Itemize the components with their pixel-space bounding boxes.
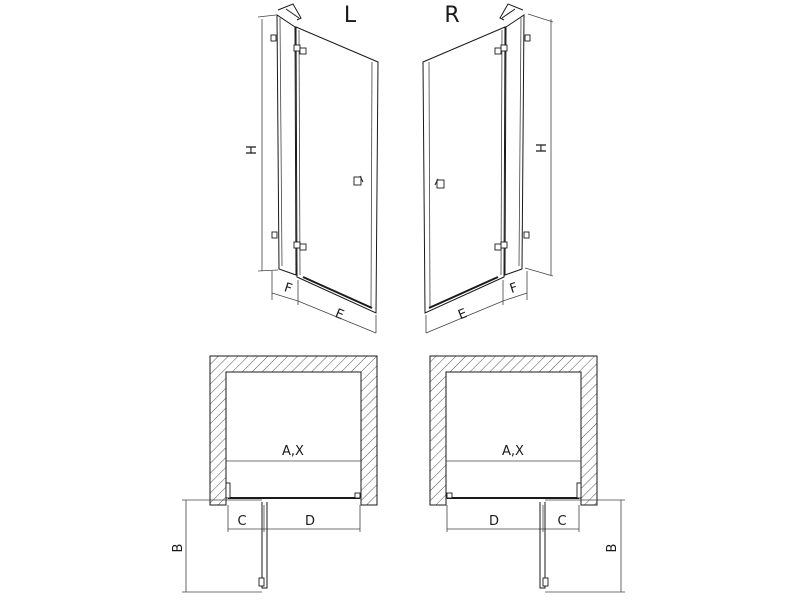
right-door-3d-view [422,3,554,334]
right-door-swing-label: B [605,544,620,553]
left-fixed-width-label: F [282,280,294,297]
left-door-panel-label: D [305,514,315,529]
right-plan-view [429,355,625,593]
left-height-label: H [245,145,260,155]
right-door-panel-label: D [489,514,499,529]
right-fixed-panel-label: C [557,514,566,529]
right-width-range-label: A,X [502,444,524,459]
right-door-width-label: E [456,306,469,323]
left-door-3d-view [257,3,379,334]
right-fixed-width-label: F [508,280,520,297]
left-door-swing-label: B [171,544,186,553]
right-view-label: R [444,3,459,28]
left-view-label: L [344,3,357,28]
left-width-range-label: A,X [282,444,304,459]
left-plan-view [182,355,378,593]
right-height-label: H [535,143,550,153]
left-door-width-label: E [333,306,346,323]
left-fixed-panel-label: C [237,514,246,529]
